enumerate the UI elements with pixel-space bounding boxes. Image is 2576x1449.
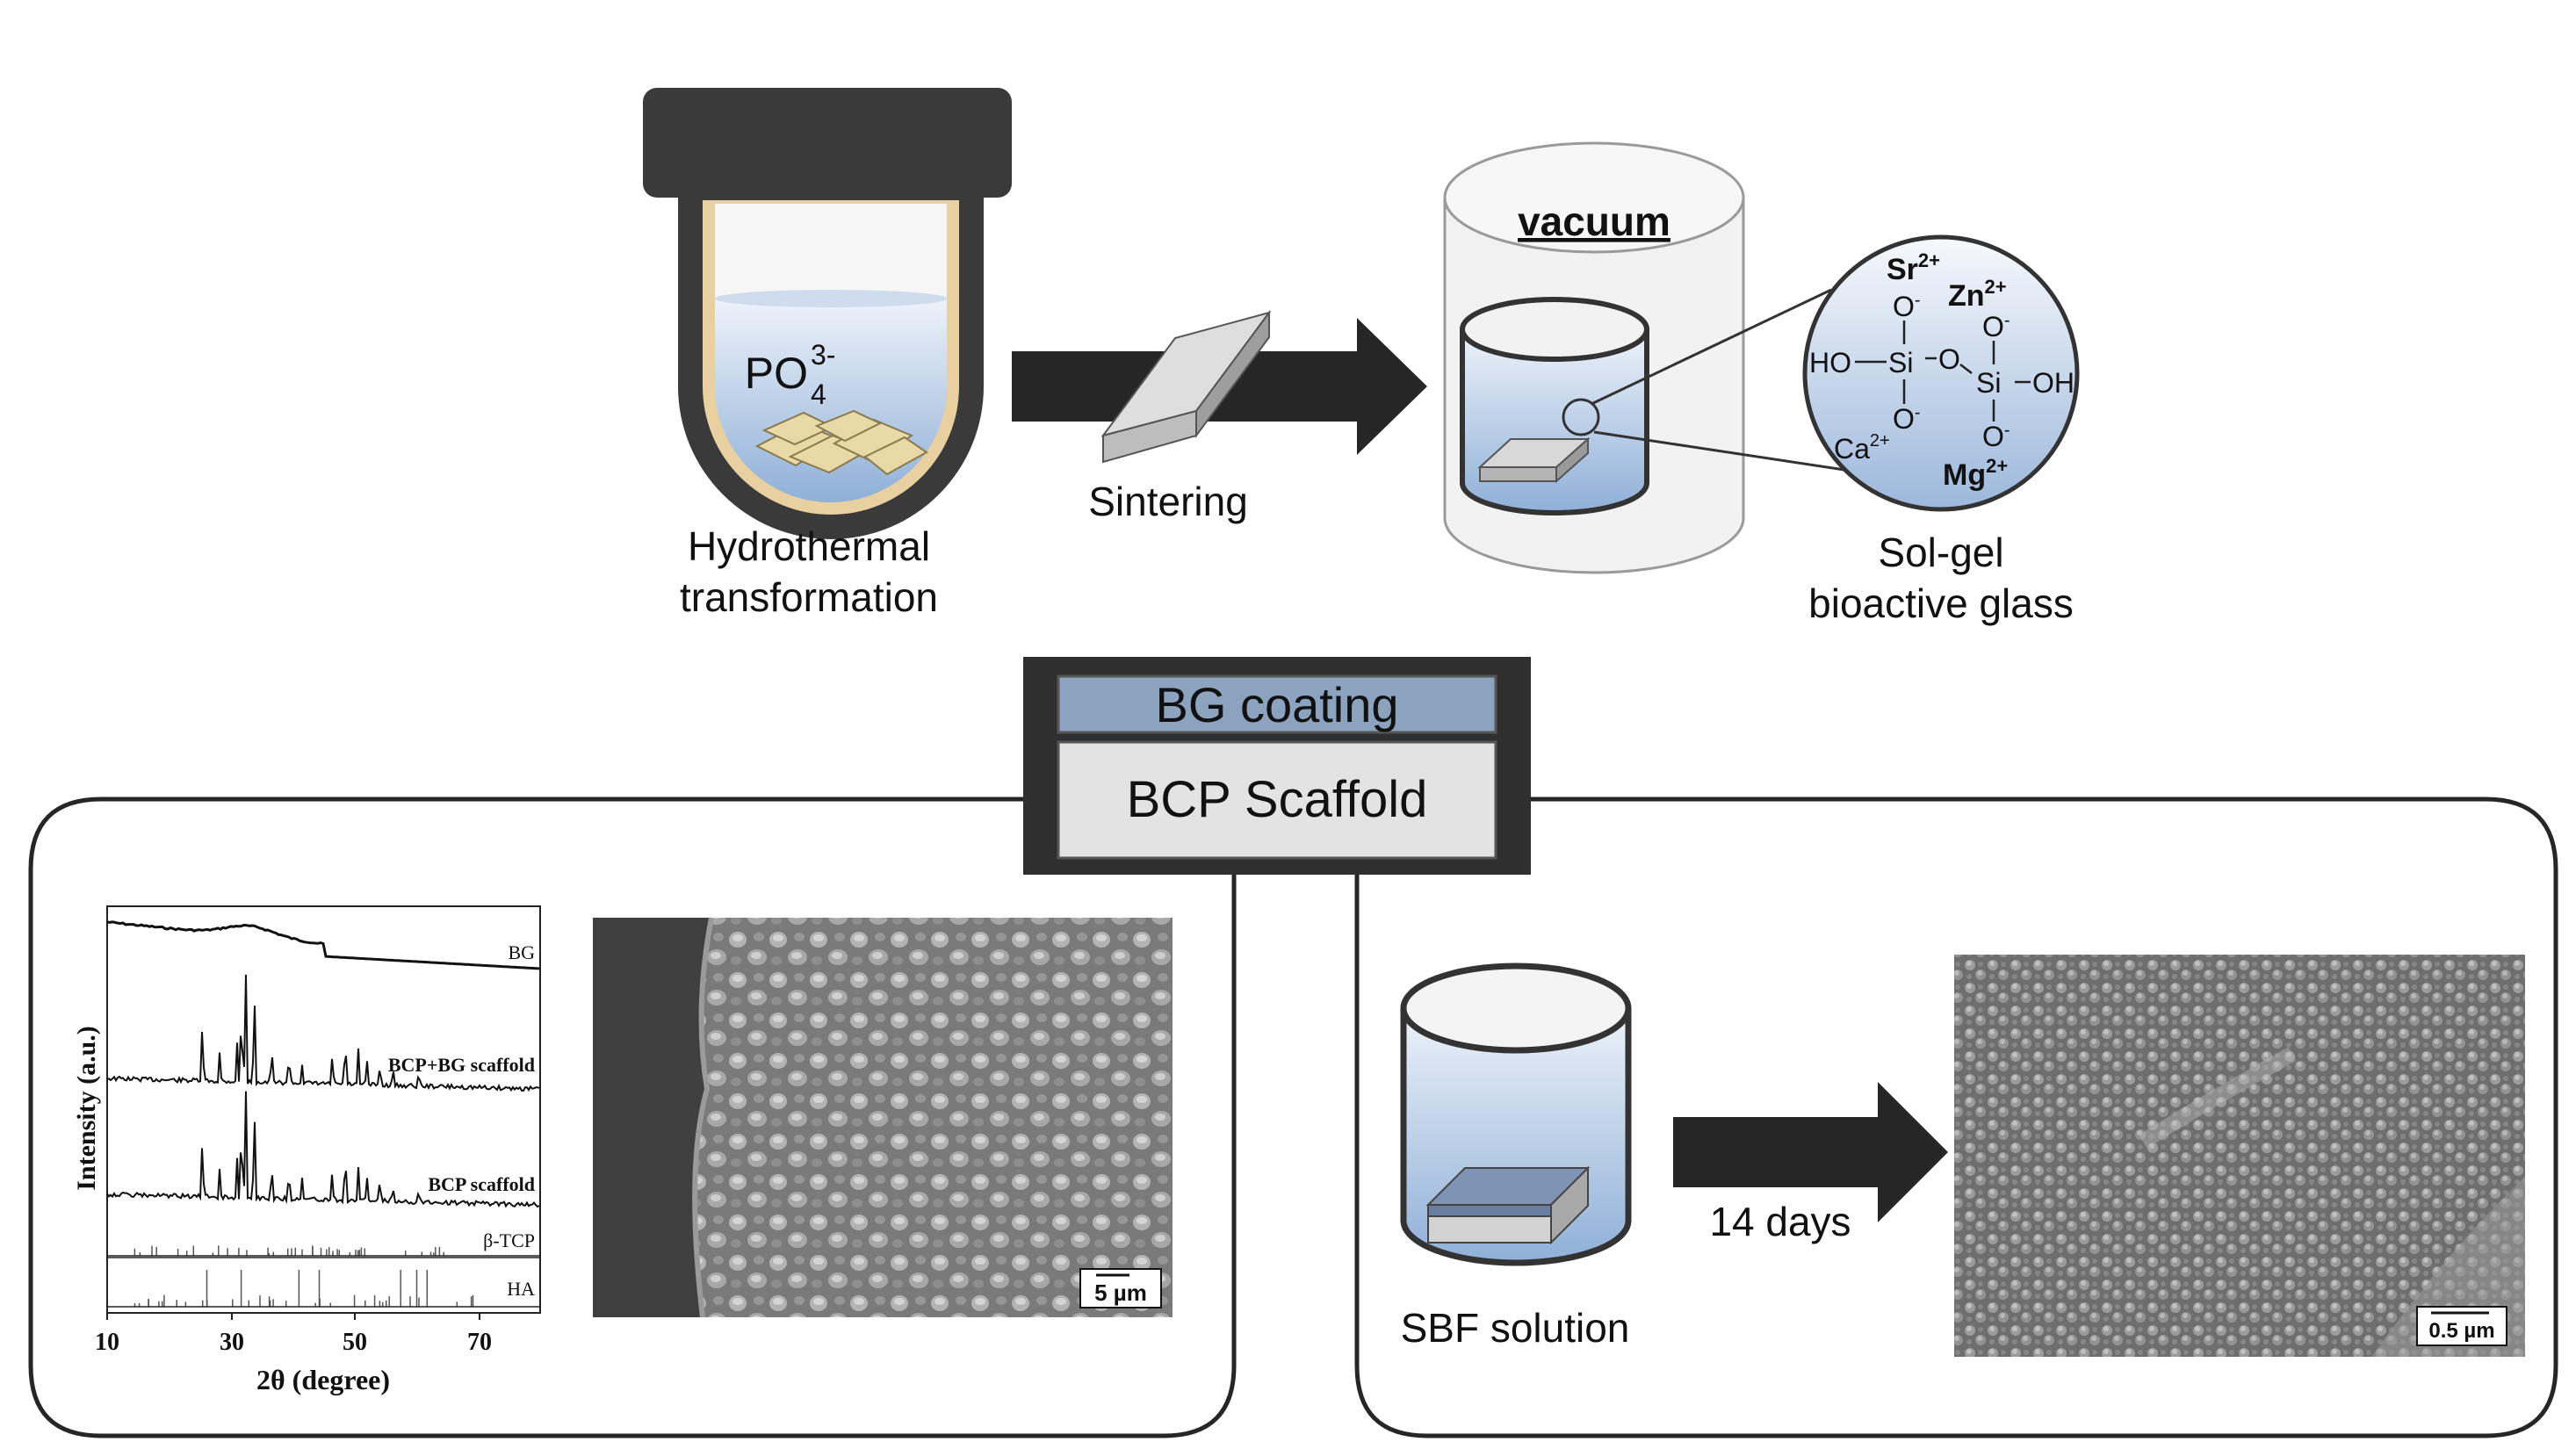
hydrothermal-vessel: PO 3- 4 Hydrothermal transformation <box>643 88 1012 620</box>
xrd-tick-30: 30 <box>220 1329 244 1356</box>
trace-label-tcp: β-TCP <box>483 1229 535 1251</box>
sem-image-coating: 5 µm <box>593 917 1173 1318</box>
si-right: Si <box>1976 367 2001 399</box>
trace-label-bcp: BCP scaffold <box>428 1173 535 1195</box>
glass-label-2: bioactive glass <box>1808 580 2074 626</box>
sbf-label: SBF solution <box>1401 1305 1630 1351</box>
ion-sup: 3- <box>811 339 835 371</box>
sintered-plate <box>1100 309 1272 464</box>
vessel-lid <box>643 88 1012 198</box>
hydrothermal-label-1: Hydrothermal <box>688 523 930 569</box>
bg-coating-label: BG coating <box>1155 677 1398 732</box>
days-arrow: 14 days <box>1673 1082 1948 1244</box>
o-bottom-right: O- <box>1982 421 2010 452</box>
bcp-scaffold-label: BCP Scaffold <box>1127 771 1428 828</box>
zn-ion: Zn2+ <box>1948 276 2007 313</box>
plates-pile <box>754 409 928 476</box>
vessel-inner <box>715 204 947 299</box>
sem-image-apatite: 0.5 µm <box>1954 955 2525 1357</box>
sintering-label: Sintering <box>1088 479 1248 524</box>
coating-beaker <box>1460 297 1649 515</box>
xrd-chart: BG BCP+BG scaffold BCP scaffold β-TCP HA… <box>72 905 541 1395</box>
bioactive-glass-sphere: Sr2+ Zn2+ Ca2+ Mg2+ O- O- HO Si O Si OH … <box>1802 234 2080 626</box>
svg-text:PO: PO <box>745 349 808 398</box>
xrd-tick-10: 10 <box>95 1329 119 1356</box>
bcp-scaffold-swatch <box>1057 740 1497 860</box>
trace-bcp <box>106 1091 540 1208</box>
mg-ion: Mg2+ <box>1943 455 2008 492</box>
sem-scale-right: 0.5 µm <box>2428 1319 2494 1343</box>
sr-ion: Sr2+ <box>1887 249 1940 286</box>
o-top-right: O- <box>1982 311 2010 342</box>
ion-sub: 4 <box>811 378 826 410</box>
ion-base: PO <box>745 349 808 398</box>
ca-ion: Ca2+ <box>1834 431 1890 465</box>
o-bottom-left: O- <box>1893 403 1921 435</box>
oh-group: OH <box>2032 367 2075 399</box>
vacuum-label: vacuum <box>1518 198 1670 244</box>
bg-coating-swatch <box>1057 674 1497 734</box>
ho-group: HO <box>1809 347 1851 378</box>
xrd-ylabel: Intensity (a.u.) <box>72 1026 101 1191</box>
trace-label-ha: HA <box>507 1278 535 1300</box>
trace-bg <box>106 920 540 970</box>
xrd-xlabel: 2θ (degree) <box>256 1364 390 1395</box>
hydrothermal-label-2: transformation <box>680 574 938 620</box>
sintering-arrow: Sintering <box>1012 309 1427 524</box>
xrd-tick-50: 50 <box>343 1329 367 1356</box>
xrd-ticks <box>106 1313 480 1320</box>
legend-box: BG coating BCP Scaffold <box>1023 657 1531 875</box>
xrd-frame <box>106 905 541 1314</box>
trace-bcp-bg <box>106 974 540 1092</box>
o-top-left: O- <box>1893 291 1921 322</box>
xrd-traces <box>106 920 540 1308</box>
trace-label-bcp-bg: BCP+BG scaffold <box>388 1054 535 1076</box>
sbf-beaker: SBF solution <box>1400 962 1632 1351</box>
si-left: Si <box>1888 347 1913 378</box>
days-label: 14 days <box>1709 1199 1851 1244</box>
glass-label-1: Sol-gel <box>1878 530 2003 575</box>
trace-label-bg: BG <box>508 941 535 963</box>
o-bridge: O <box>1938 343 1960 375</box>
zoom-circle <box>1562 398 1600 436</box>
xrd-tick-70: 70 <box>467 1329 492 1356</box>
vacuum-chamber: vacuum <box>1443 141 1845 574</box>
glass-structure <box>1855 321 2031 422</box>
sem-scale-left: 5 µm <box>1094 1280 1147 1306</box>
arrow-shape <box>1673 1082 1948 1222</box>
